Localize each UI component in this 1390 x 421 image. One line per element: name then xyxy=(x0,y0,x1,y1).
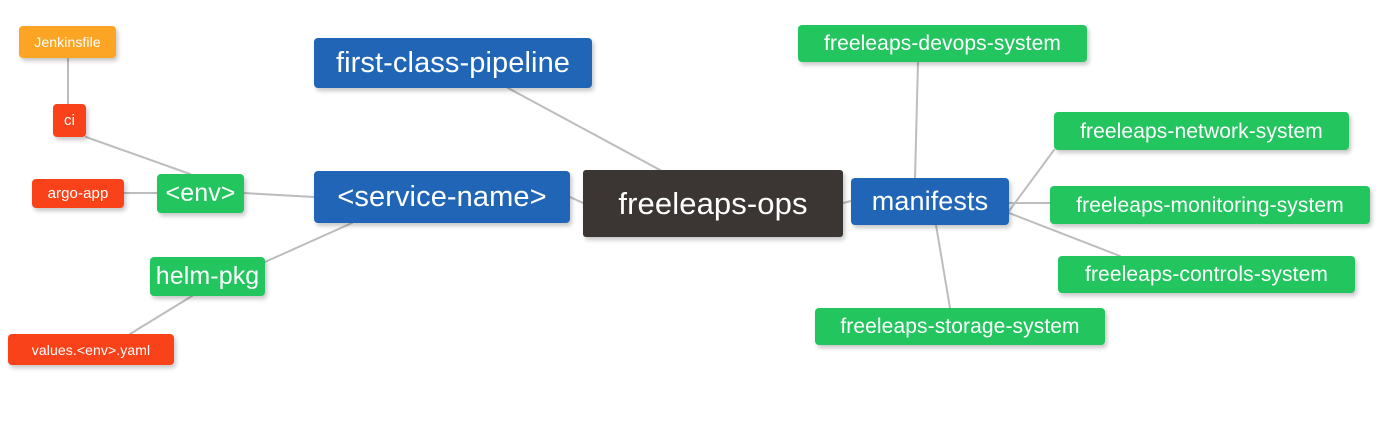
mindmap-node-freeleaps-network-system[interactable]: freeleaps-network-system xyxy=(1054,112,1349,150)
edge-freeleaps-ops-to-manifests xyxy=(842,200,852,204)
mindmap-node-label: freeleaps-devops-system xyxy=(824,32,1061,55)
mindmap-node-env[interactable]: <env> xyxy=(157,174,244,213)
mindmap-node-freeleaps-devops-system[interactable]: freeleaps-devops-system xyxy=(798,25,1087,62)
mindmap-node-argo-app[interactable]: argo-app xyxy=(32,179,124,208)
mindmap-node-values-env-yaml[interactable]: values.<env>.yaml xyxy=(8,334,174,365)
edge-service-name-to-helm-pkg xyxy=(264,222,353,263)
edge-freeleaps-ops-to-first-class-pipeline xyxy=(507,87,661,171)
mindmap-node-label: Jenkinsfile xyxy=(34,34,101,50)
mindmap-node-label: freeleaps-monitoring-system xyxy=(1076,193,1344,217)
mindmap-node-freeleaps-monitoring-system[interactable]: freeleaps-monitoring-system xyxy=(1050,186,1370,224)
mindmap-node-freeleaps-controls-system[interactable]: freeleaps-controls-system xyxy=(1058,256,1355,293)
mindmap-node-label: ci xyxy=(63,112,76,129)
mindmap-node-manifests[interactable]: manifests xyxy=(851,178,1009,225)
mindmap-node-first-class-pipeline[interactable]: first-class-pipeline xyxy=(314,38,592,88)
mindmap-node-label: freeleaps-network-system xyxy=(1080,119,1323,143)
mindmap-node-label: freeleaps-storage-system xyxy=(840,315,1080,338)
edge-helm-pkg-to-values-env-yaml xyxy=(129,295,193,335)
mindmap-node-label: <env> xyxy=(165,179,236,207)
mindmap-node-freeleaps-storage-system[interactable]: freeleaps-storage-system xyxy=(815,308,1105,345)
mindmap-node-helm-pkg[interactable]: helm-pkg xyxy=(150,257,265,296)
mindmap-node-label: freeleaps-controls-system xyxy=(1085,263,1328,286)
edge-manifests-to-freeleaps-network-system xyxy=(1008,149,1055,212)
mindmap-node-label: values.<env>.yaml xyxy=(31,341,151,358)
mindmap-node-label: first-class-pipeline xyxy=(335,46,571,79)
mindmap-node-freeleaps-ops[interactable]: freeleaps-ops xyxy=(583,170,843,237)
mindmap-node-label: <service-name> xyxy=(337,180,547,213)
mindmap-node-jenkinsfile[interactable]: Jenkinsfile xyxy=(19,26,116,58)
edge-env-to-ci xyxy=(85,136,191,175)
mindmap-node-ci[interactable]: ci xyxy=(53,104,86,137)
mindmap-node-label: argo-app xyxy=(47,185,109,202)
edge-manifests-to-freeleaps-storage-system xyxy=(935,224,951,309)
edge-freeleaps-ops-to-service-name xyxy=(569,196,584,204)
mindmap-node-label: manifests xyxy=(871,186,989,216)
mindmap-node-label: helm-pkg xyxy=(155,262,260,290)
edge-service-name-to-env xyxy=(243,192,315,198)
mindmap-node-service-name[interactable]: <service-name> xyxy=(314,171,570,223)
edge-manifests-to-freeleaps-devops-system xyxy=(914,61,919,179)
mindmap-node-label: freeleaps-ops xyxy=(618,186,808,221)
